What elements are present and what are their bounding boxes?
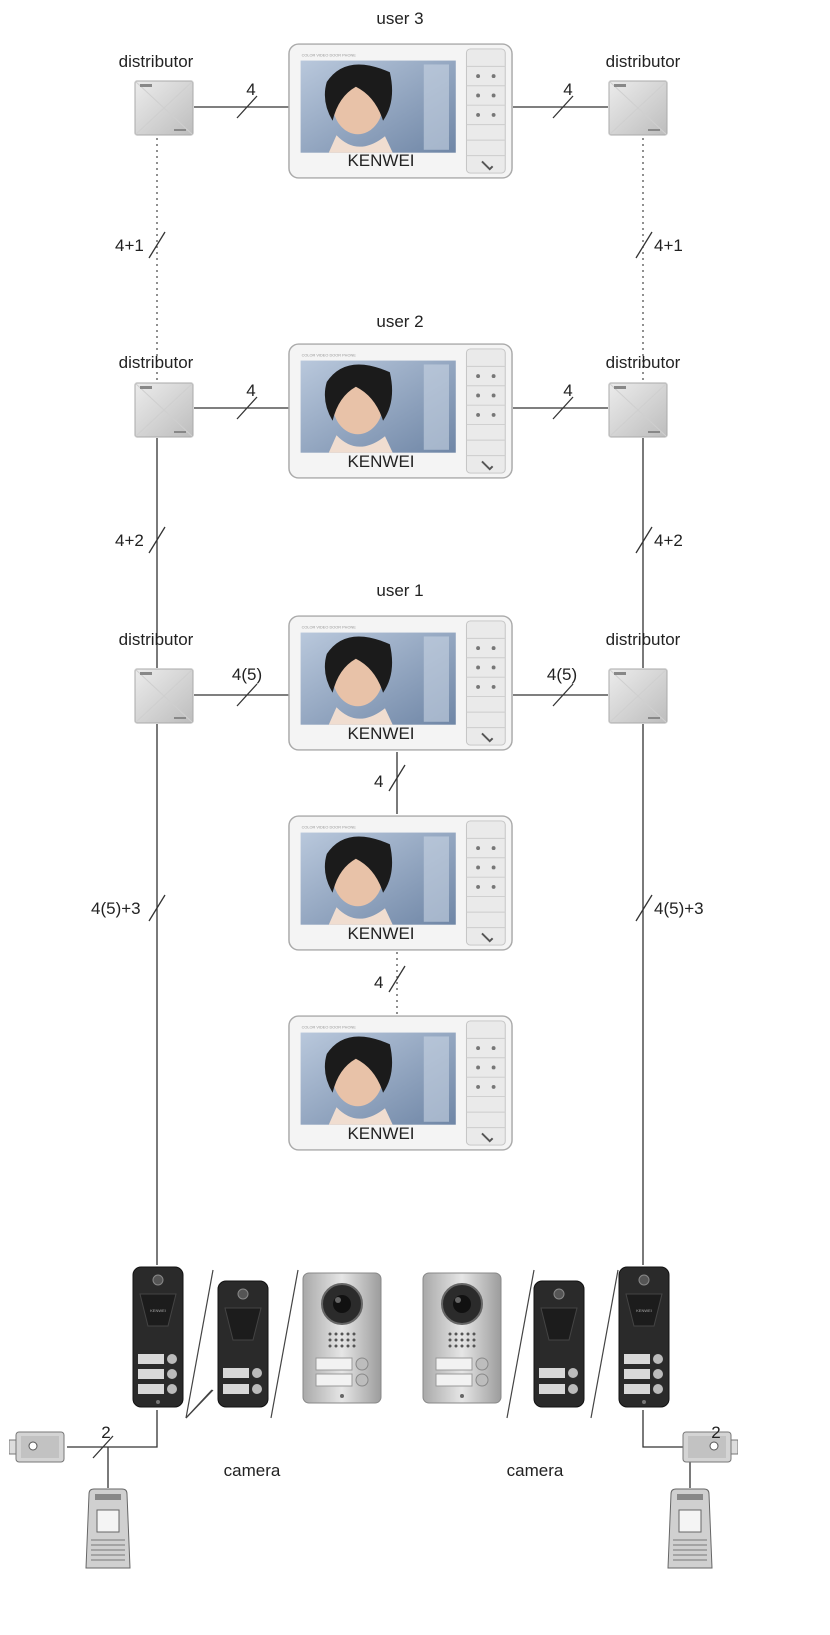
wire-label-user3-right: 4 bbox=[563, 80, 572, 99]
distributor-label: distributor bbox=[606, 630, 681, 649]
distributor-label: distributor bbox=[119, 52, 194, 71]
power-supply-icon bbox=[667, 1488, 713, 1569]
wire-ticks bbox=[92, 95, 724, 1459]
wire-label-monitor-link-1: 4 bbox=[374, 772, 383, 791]
door-panel-icon bbox=[217, 1280, 269, 1408]
user1-label: user 1 bbox=[376, 581, 423, 600]
wire-label-riser-mid-left: 4+2 bbox=[115, 531, 144, 550]
wire-label-riser-upper-left: 4+1 bbox=[115, 236, 144, 255]
wire-label-user2-left: 4 bbox=[246, 381, 255, 400]
monitor-brand-user1: KENWEI bbox=[347, 724, 414, 743]
distributor-label: distributor bbox=[119, 630, 194, 649]
wire-label-user3-left: 4 bbox=[246, 80, 255, 99]
distributor-box-icon bbox=[608, 668, 668, 724]
monitor-brand-extra1: KENWEI bbox=[347, 924, 414, 943]
monitor-brand-user2: KENWEI bbox=[347, 452, 414, 471]
wire-label-user2-right: 4 bbox=[563, 381, 572, 400]
door-panel-icon bbox=[618, 1266, 670, 1408]
wire-label-user1-left: 4(5) bbox=[232, 665, 262, 684]
distributor-label: distributor bbox=[606, 52, 681, 71]
wire-label-user1-right: 4(5) bbox=[547, 665, 577, 684]
door-panel-icon bbox=[132, 1266, 184, 1408]
distributor-box-icon bbox=[134, 668, 194, 724]
wire-label-riser-upper-right: 4+1 bbox=[654, 236, 683, 255]
wire-label-riser-low-left: 4(5)+3 bbox=[91, 899, 141, 918]
user2-label: user 2 bbox=[376, 312, 423, 331]
distributor-box-icon bbox=[134, 80, 194, 136]
distributor-label: distributor bbox=[119, 353, 194, 372]
distributor-box-icon bbox=[134, 382, 194, 438]
camera-label-right: camera bbox=[507, 1461, 564, 1480]
wire-label-lock-right: 2 bbox=[711, 1423, 720, 1442]
power-supply-icon bbox=[85, 1488, 131, 1569]
electric-lock-icon bbox=[9, 1431, 65, 1463]
distributor-box-icon bbox=[608, 80, 668, 136]
wire-label-riser-low-right: 4(5)+3 bbox=[654, 899, 704, 918]
monitor-brand-extra2: KENWEI bbox=[347, 1124, 414, 1143]
camera-panel-icon bbox=[422, 1272, 502, 1404]
distributor-label: distributor bbox=[606, 353, 681, 372]
camera-panel-icon bbox=[302, 1272, 382, 1404]
wire-label-monitor-link-2: 4 bbox=[374, 973, 383, 992]
door-panel-icon bbox=[533, 1280, 585, 1408]
wire-label-lock-left: 2 bbox=[101, 1423, 110, 1442]
panel-separators bbox=[185, 1269, 619, 1419]
distributor-box-icon bbox=[608, 382, 668, 438]
user3-label: user 3 bbox=[376, 9, 423, 28]
camera-label-left: camera bbox=[224, 1461, 281, 1480]
wire-label-riser-mid-right: 4+2 bbox=[654, 531, 683, 550]
wire-lock-left bbox=[67, 1410, 158, 1448]
monitor-brand-user3: KENWEI bbox=[347, 151, 414, 170]
